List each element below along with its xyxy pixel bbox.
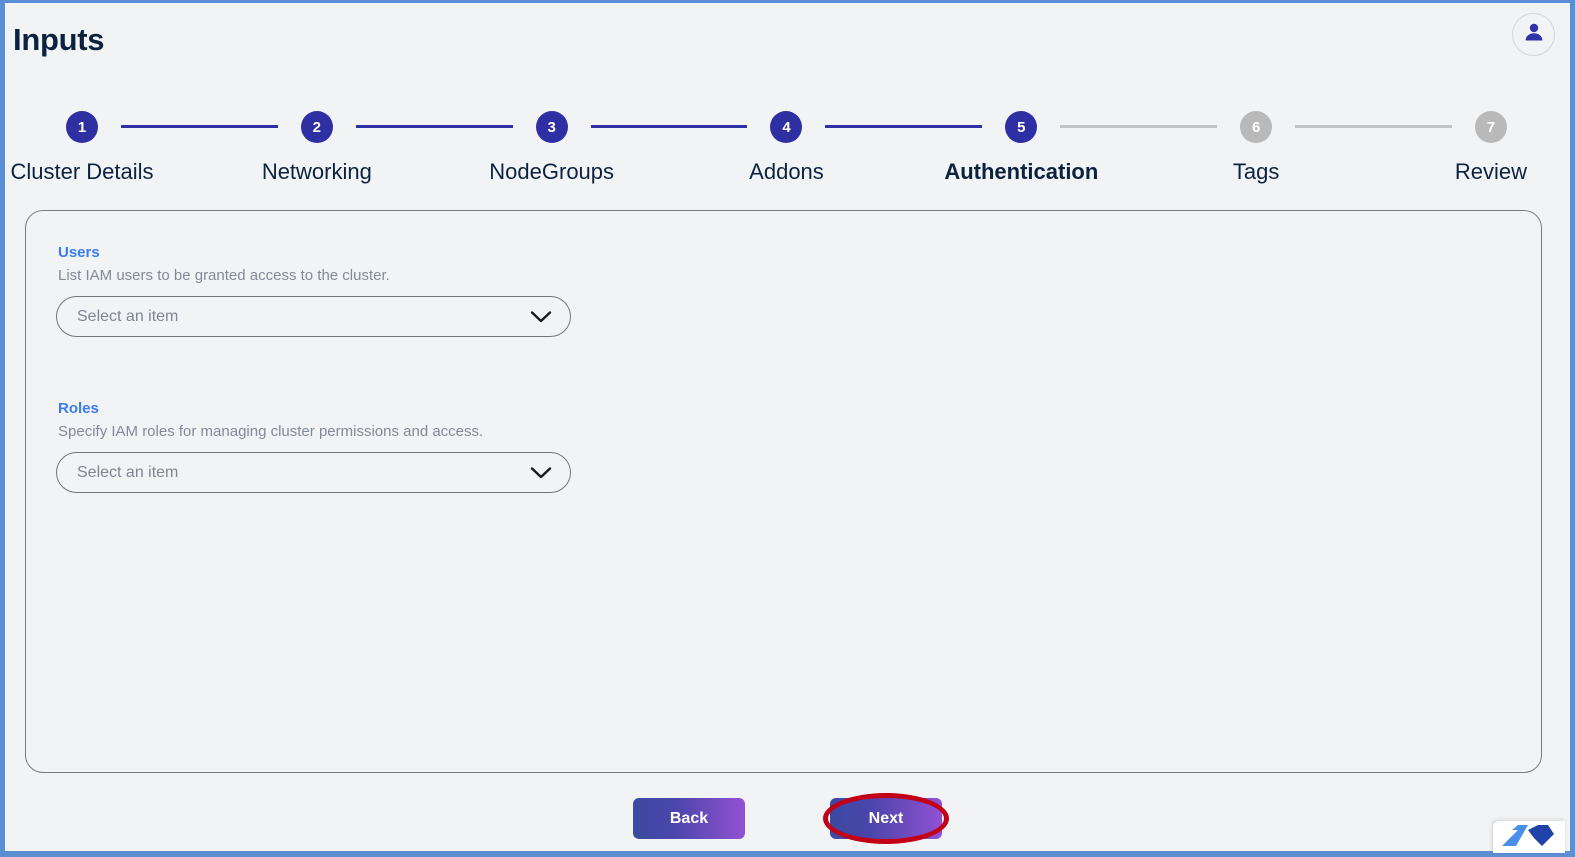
step-number: 1: [66, 111, 98, 143]
field-roles: Roles Specify IAM roles for managing clu…: [56, 400, 571, 493]
back-button[interactable]: Back: [633, 798, 745, 839]
step-connector-6: [1295, 125, 1452, 128]
step-connector-2: [355, 125, 513, 128]
step-label: Authentication: [944, 159, 1099, 184]
chevron-down-icon: [530, 466, 552, 480]
step-connector-5: [1060, 125, 1218, 128]
step-number: 4: [770, 111, 803, 143]
users-select[interactable]: Select an item: [56, 296, 571, 337]
step-label: NodeGroups: [489, 159, 615, 184]
users-label: Users: [58, 244, 100, 261]
step-1-cluster-details[interactable]: 1 Cluster Details: [10, 111, 154, 185]
chat-widget-logo-icon: [1498, 824, 1560, 853]
users-description: List IAM users to be granted access to t…: [58, 267, 390, 284]
next-button[interactable]: Next: [830, 798, 942, 839]
step-number: 7: [1474, 111, 1507, 143]
step-7-review[interactable]: 7 Review: [1452, 111, 1530, 185]
step-label: Addons: [749, 159, 824, 184]
authentication-form-panel: Users List IAM users to be granted acces…: [25, 210, 1542, 773]
step-2-networking[interactable]: 2 Networking: [262, 111, 372, 185]
step-3-nodegroups[interactable]: 3 NodeGroups: [489, 111, 614, 185]
step-label: Networking: [261, 159, 372, 184]
step-label: Review: [1454, 159, 1528, 184]
roles-select-value: Select an item: [77, 463, 179, 481]
user-avatar-icon: [1522, 20, 1546, 49]
step-number: 3: [535, 111, 568, 143]
chevron-down-icon: [530, 310, 552, 324]
users-select-value: Select an item: [77, 307, 179, 325]
wizard-stepper: 1 Cluster Details 2 Networking 3 NodeGro…: [5, 111, 1570, 185]
field-users: Users List IAM users to be granted acces…: [56, 244, 571, 337]
step-connector-3: [590, 125, 748, 128]
avatar[interactable]: [1512, 13, 1555, 56]
step-connector-4: [825, 125, 983, 128]
roles-select[interactable]: Select an item: [56, 452, 571, 493]
next-button-wrapper: Next: [823, 793, 949, 844]
roles-label: Roles: [58, 400, 99, 417]
step-6-tags[interactable]: 6 Tags: [1217, 111, 1295, 185]
step-number: 5: [1005, 111, 1038, 143]
step-4-addons[interactable]: 4 Addons: [747, 111, 825, 185]
roles-description: Specify IAM roles for managing cluster p…: [58, 423, 484, 440]
step-number: 6: [1240, 111, 1273, 143]
step-number: 2: [300, 111, 333, 143]
step-connector-1: [121, 125, 278, 128]
step-label: Cluster Details: [10, 159, 154, 184]
step-label: Tags: [1232, 159, 1280, 184]
wizard-footer: Back Next: [5, 793, 1570, 844]
step-5-authentication[interactable]: 5 Authentication: [944, 111, 1098, 185]
page-title: Inputs: [13, 22, 105, 57]
chat-widget[interactable]: [1493, 821, 1565, 853]
